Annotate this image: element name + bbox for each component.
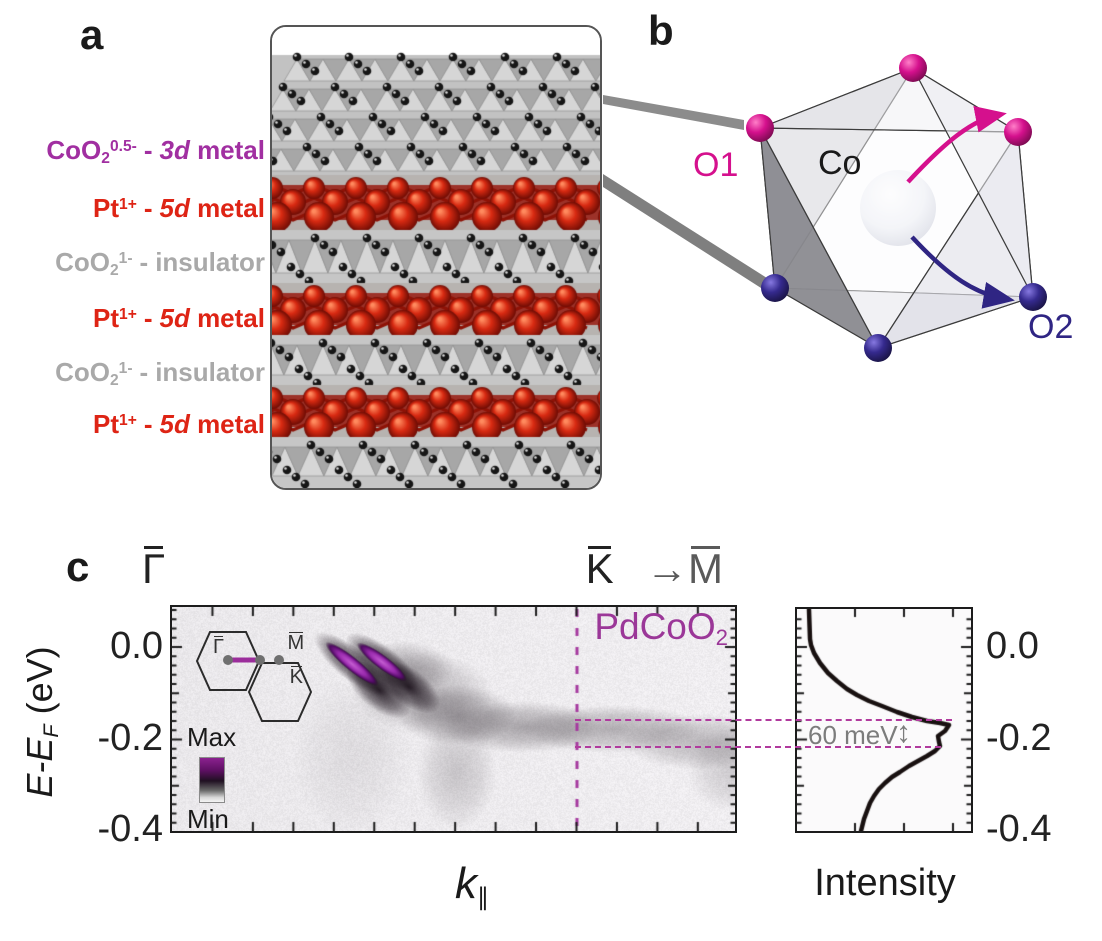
layer-label-coo2-insulator-2: CoO21--insulator [55,357,265,390]
o2-hopping-arrow [910,235,1015,309]
colorbar-gradient [199,757,225,803]
upper-energy-dashed-line [575,719,952,721]
co-label: Co [818,144,862,182]
right-ytick-0: 0.0 [986,625,1039,667]
panel-c-letter: c [66,543,90,590]
panel-a-letter: a [80,11,104,58]
colorbar-min-label: Min [187,804,229,834]
layer-label-pt-metal-2: Pt1+-5d metal [93,303,265,333]
right-ytick-1: -0.2 [986,717,1052,759]
formula: CoO [46,135,102,165]
crystal-structure-image [272,27,600,488]
o1-atom-left [746,114,774,142]
layer-label-coo2-insulator-1: CoO21--insulator [55,247,265,280]
inset-m-label: M [287,632,305,654]
sample-name: PdCoO2 [594,606,728,651]
energy-axis-label: E-EF (eV) [19,646,64,798]
panel-b-letter: b [648,7,674,54]
o1-hopping-arrow [906,106,1007,184]
lower-energy-dashed-line [575,746,941,748]
splitting-annotation: 60 meV [808,720,898,750]
callout-wedge-top [603,95,744,130]
gamma-dot [223,655,233,665]
o1-atom-right [1004,118,1032,146]
o1-label: O1 [693,146,739,184]
layer-label-pt-metal-1: Pt1+-5d metal [93,193,265,223]
o2-label: O2 [1028,308,1074,346]
callout-wedge-bottom [603,174,778,295]
layer-label-pt-metal-3: Pt1+-5d metal [93,409,265,439]
m-dot [274,655,284,665]
co-atom-sphere [860,170,936,246]
o2-atom-right [1019,283,1047,311]
octahedron-diagram [603,54,1047,362]
o1-atom-top [899,54,927,82]
k-point-label: K [585,545,614,592]
left-ytick-0: 0.0 [110,625,163,667]
left-ytick-1: -0.2 [97,717,163,759]
momentum-axis-label: k∥ [455,859,490,911]
o2-atom-left [761,274,789,302]
colorbar-max-label: Max [187,722,237,752]
inset-k-label: K [289,666,303,688]
octahedron-front-faces [758,66,1034,350]
intensity-axis-label: Intensity [814,862,956,904]
inset-gamma-label: Γ [213,636,225,658]
to-m-label: →M [646,545,723,592]
crystal-structure-box [270,25,602,490]
gamma-point-label: Γ [142,545,166,592]
layer-label-coo2-metal: CoO20.5--3d metal [46,135,265,168]
brillouin-zone-inset [195,631,313,722]
k-dot [255,655,265,665]
left-ytick-2: -0.4 [97,808,163,850]
arrow-right-icon: → [646,545,688,592]
right-ytick-2: -0.4 [986,808,1052,850]
double-arrow-icon: ↕ [896,716,911,749]
o2-atom-bottom [864,334,892,362]
